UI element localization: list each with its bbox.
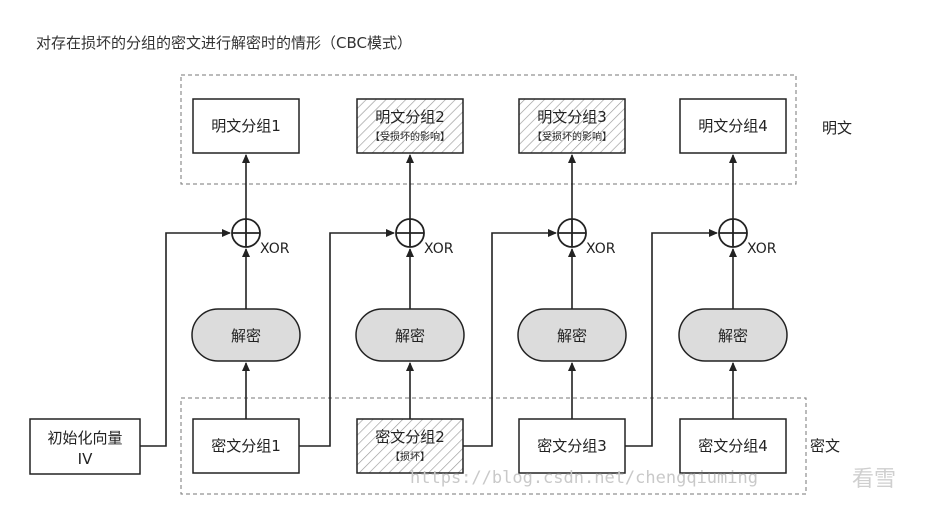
xor-node-4: XOR	[718, 218, 777, 257]
decrypt-label: 解密	[557, 327, 587, 345]
plaintext-block-3-sublabel: 【受损坏的影响】	[532, 130, 612, 143]
plaintext-block-2-label: 明文分组2	[375, 108, 445, 126]
iv-label-line2: IV	[78, 450, 93, 468]
plaintext-group-border	[180, 74, 797, 185]
plaintext-block-4-box	[679, 98, 787, 154]
xor-label: XOR	[586, 241, 616, 257]
plaintext-block-3: 明文分组3 【受损坏的影响】	[518, 98, 626, 154]
ciphertext-block-3-label: 密文分组3	[537, 437, 607, 455]
xor-label: XOR	[260, 241, 290, 257]
chain-cipher2-to-xor3	[463, 229, 557, 447]
iv-block: 初始化向量 IV	[29, 418, 141, 475]
decrypt-label: 解密	[718, 327, 748, 345]
ciphertext-block-4-label: 密文分组4	[698, 437, 768, 455]
ciphertext-block-1-box	[192, 418, 300, 474]
decrypt-label: 解密	[231, 327, 261, 345]
decrypt-block-3: 解密	[517, 308, 627, 362]
xor-node-1: XOR	[231, 218, 290, 257]
plaintext-block-1-box	[192, 98, 300, 154]
plaintext-block-1-label: 明文分组1	[211, 117, 281, 135]
plaintext-block-4: 明文分组4	[679, 98, 787, 154]
ciphertext-block-2-label: 密文分组2	[375, 428, 445, 446]
iv-label-line1: 初始化向量	[47, 429, 122, 447]
watermark-logo: 看雪	[852, 467, 896, 492]
chain-cipher3-to-xor4	[625, 229, 718, 447]
decrypt-block-1: 解密	[191, 308, 301, 362]
ciphertext-block-4-box	[679, 418, 787, 474]
ciphertext-block-1: 密文分组1	[192, 418, 300, 474]
plaintext-block-2-box	[356, 98, 464, 154]
ciphertext-block-4: 密文分组4	[679, 418, 787, 474]
watermark-url: https://blog.csdn.net/chengqiuming	[410, 468, 758, 488]
chain-cipher1-to-xor2	[299, 229, 395, 447]
ciphertext-group-label: 密文	[810, 437, 840, 455]
decrypt-label: 解密	[395, 327, 425, 345]
ciphertext-block-2: 密文分组2 【损坏】	[356, 418, 464, 474]
plaintext-block-1: 明文分组1	[192, 98, 300, 154]
xor-node-3: XOR	[557, 218, 616, 257]
plaintext-group-label: 明文	[822, 119, 852, 137]
plaintext-block-3-label: 明文分组3	[537, 108, 607, 126]
plaintext-block-2: 明文分组2 【受损坏的影响】	[356, 98, 464, 154]
ciphertext-block-2-sublabel: 【损坏】	[390, 450, 430, 463]
chain-iv-to-xor1	[140, 229, 231, 447]
xor-label: XOR	[424, 241, 454, 257]
decrypt-block-4: 解密	[678, 308, 788, 362]
ciphertext-block-3-box	[518, 418, 626, 474]
ciphertext-block-1-label: 密文分组1	[211, 437, 281, 455]
xor-node-2: XOR	[395, 218, 454, 257]
page-title: 对存在损坏的分组的密文进行解密时的情形（CBC模式）	[36, 34, 412, 52]
ciphertext-block-3: 密文分组3	[518, 418, 626, 474]
ciphertext-group-border	[180, 397, 807, 495]
plaintext-block-2-sublabel: 【受损坏的影响】	[370, 130, 450, 143]
ciphertext-block-2-box	[356, 418, 464, 474]
plaintext-block-4-label: 明文分组4	[698, 117, 768, 135]
plaintext-block-3-box	[518, 98, 626, 154]
decrypt-block-2: 解密	[355, 308, 465, 362]
xor-label: XOR	[747, 241, 777, 257]
